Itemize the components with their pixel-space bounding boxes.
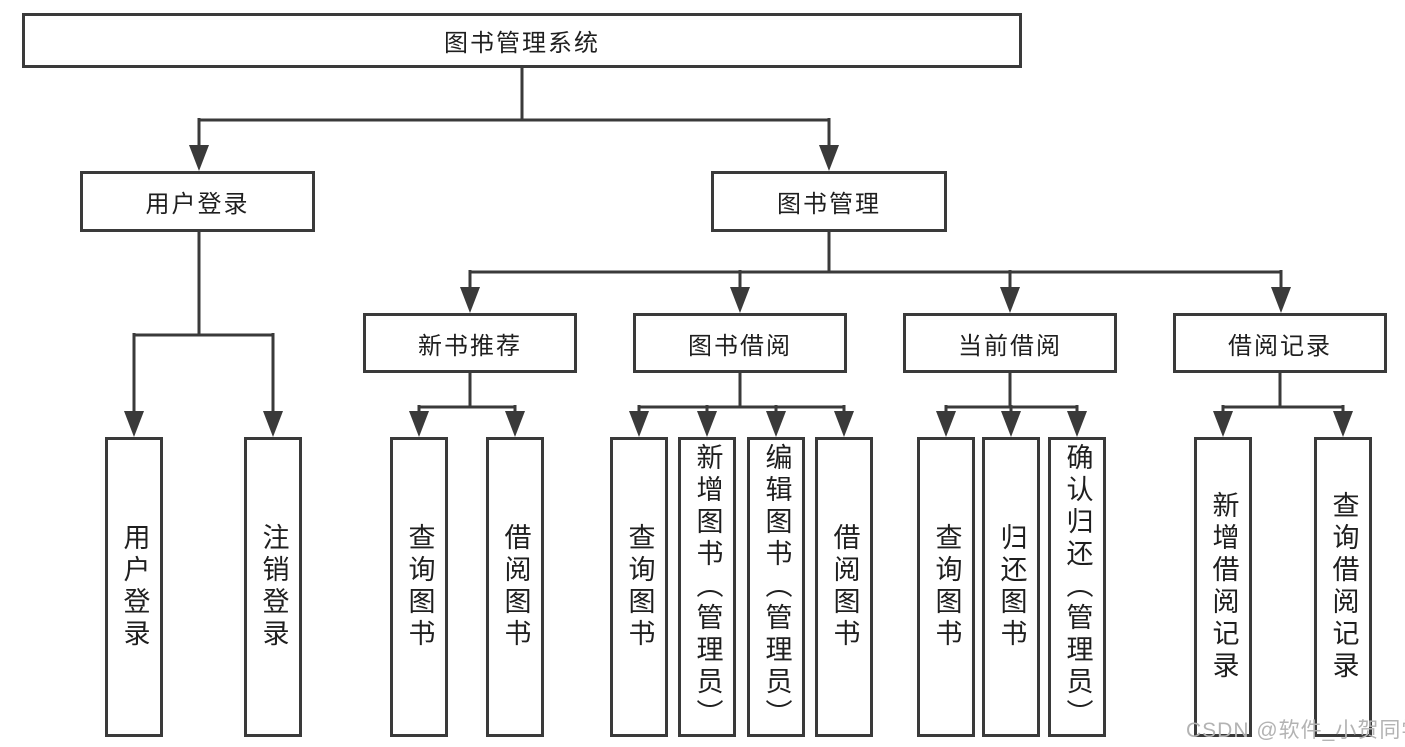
arrowhead bbox=[409, 411, 429, 437]
arrowhead bbox=[1000, 287, 1020, 313]
node-root: 图书管理系统 bbox=[22, 13, 1022, 68]
arrowhead bbox=[834, 411, 854, 437]
leaf-recommend-query-books: 查询图书 bbox=[390, 437, 448, 737]
arrowhead bbox=[1271, 287, 1291, 313]
node-current-borrowing: 当前借阅 bbox=[903, 313, 1117, 373]
connector-book-borrowing-branch bbox=[637, 371, 846, 413]
leaf-borrowing-edit-books-admin: 编辑图书（管理员） bbox=[747, 437, 805, 737]
leaf-current-return-books: 归还图书 bbox=[982, 437, 1040, 737]
arrowhead bbox=[1067, 411, 1087, 437]
arrowhead bbox=[936, 411, 956, 437]
leaf-recommend-borrow-books: 借阅图书 bbox=[486, 437, 544, 737]
leaf-current-confirm-return-admin: 确认归还（管理员） bbox=[1048, 437, 1106, 737]
leaf-borrowing-add-books-admin: 新增图书（管理员） bbox=[678, 437, 736, 737]
arrowhead bbox=[263, 411, 283, 437]
node-book-management: 图书管理 bbox=[711, 171, 947, 232]
leaf-current-query-books: 查询图书 bbox=[917, 437, 975, 737]
arrowhead bbox=[1213, 411, 1233, 437]
arrowhead bbox=[730, 287, 750, 313]
arrowhead bbox=[819, 145, 839, 171]
leaf-borrowing-query-books: 查询图书 bbox=[610, 437, 668, 737]
node-new-book-recommend: 新书推荐 bbox=[363, 313, 577, 373]
arrowhead bbox=[1001, 411, 1021, 437]
connector-root-to-level2 bbox=[197, 66, 831, 146]
node-book-borrowing: 图书借阅 bbox=[633, 313, 847, 373]
node-borrowing-records: 借阅记录 bbox=[1173, 313, 1387, 373]
arrowhead bbox=[189, 145, 209, 171]
arrowhead bbox=[766, 411, 786, 437]
arrowhead bbox=[629, 411, 649, 437]
leaf-records-query-record: 查询借阅记录 bbox=[1314, 437, 1372, 737]
arrowhead bbox=[1333, 411, 1353, 437]
connector-user-login-branch bbox=[132, 230, 275, 412]
watermark: CSDN @软件_小贺同学 bbox=[1186, 719, 1405, 742]
connector-borrowing-records-branch bbox=[1221, 371, 1345, 413]
arrowhead bbox=[697, 411, 717, 437]
leaf-records-add-record: 新增借阅记录 bbox=[1194, 437, 1252, 737]
arrowhead bbox=[460, 287, 480, 313]
leaf-user-login: 用户登录 bbox=[105, 437, 163, 737]
node-user-login: 用户登录 bbox=[80, 171, 315, 232]
connector-current-borrowing-branch bbox=[944, 371, 1079, 413]
leaf-logout: 注销登录 bbox=[244, 437, 302, 737]
arrowhead bbox=[124, 411, 144, 437]
arrowhead bbox=[505, 411, 525, 437]
connector-book-management-to-level3 bbox=[468, 230, 1283, 289]
leaf-borrowing-borrow-books: 借阅图书 bbox=[815, 437, 873, 737]
connector-new-book-recommend-branch bbox=[417, 371, 517, 413]
